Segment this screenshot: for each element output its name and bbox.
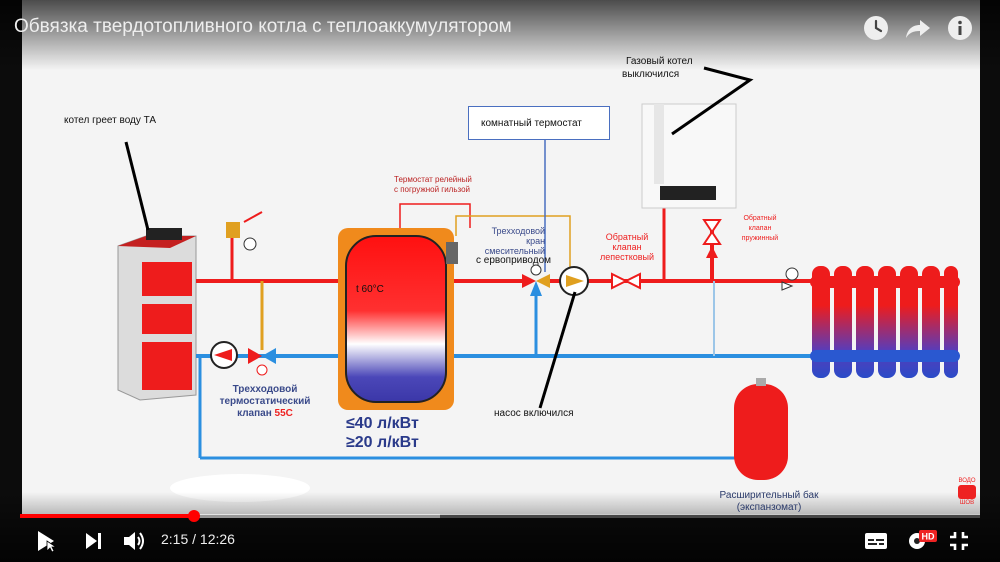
settings-button[interactable]: HD (905, 527, 937, 553)
radiator-valve (781, 267, 799, 291)
circulation-pump-left (210, 341, 238, 369)
room-thermostat-box: комнатный термостат (468, 106, 610, 140)
gas-boiler-pointer (671, 66, 754, 136)
heat-accumulator-tank (338, 203, 571, 410)
thermo-valve-label: Трехходовой термостатический клапан 55C (219, 384, 311, 419)
play-button[interactable] (34, 529, 58, 553)
info-icon[interactable] (946, 14, 974, 42)
circulation-pump-right (559, 266, 589, 296)
tank-temperature: t 60°C (356, 284, 384, 295)
volume-button[interactable] (122, 529, 148, 553)
expansion-tank (734, 378, 788, 480)
current-time: 2:15 (161, 531, 189, 547)
next-button[interactable] (83, 530, 105, 552)
share-icon[interactable] (904, 14, 932, 42)
video-title[interactable]: Обвязка твердотопливного котла с теплоак… (14, 16, 512, 37)
subtitles-button[interactable] (863, 530, 889, 552)
solid-fuel-boiler (117, 228, 197, 401)
mixing-valve (522, 264, 550, 296)
duration: 12:26 (199, 531, 235, 547)
room-thermostat-label: комнатный термостат (481, 118, 582, 129)
check-valve (611, 272, 641, 290)
boiler-note: котел греет воду ТА (64, 115, 157, 126)
time-display: 2:15 / 12:26 (161, 531, 235, 547)
progress-scrubber[interactable] (187, 510, 200, 522)
thermostatic-valve (248, 348, 276, 376)
progress-played (20, 514, 194, 518)
safety-group (226, 211, 263, 251)
time-separator: / (188, 531, 200, 547)
radiator (810, 266, 960, 378)
boiler-pointer (124, 141, 150, 231)
svg-text:HD: HD (922, 532, 935, 542)
fullscreen-exit-button[interactable] (948, 530, 970, 552)
watch-later-icon[interactable] (862, 14, 890, 42)
gas-boiler (641, 103, 737, 209)
gas-boiler-note-1: Газовый котел (626, 56, 693, 67)
pump-note: насос включился (494, 408, 574, 419)
mixing-valve-label: Трехходовой кран смесительный с ервоприв… (476, 226, 552, 266)
spring-check-valve (702, 219, 722, 258)
gas-boiler-note-2: выключился (622, 69, 680, 80)
expansion-tank-label: Расширительный бак(экспанзомат) (719, 490, 819, 513)
volume-label: ≤40 л/кВт≥20 л/кВт (346, 415, 419, 451)
channel-watermark: ВОДО ШОВ (958, 478, 976, 506)
progress-buffered (20, 514, 441, 518)
progress-bar[interactable] (20, 510, 980, 522)
pump-pointer (538, 291, 577, 409)
